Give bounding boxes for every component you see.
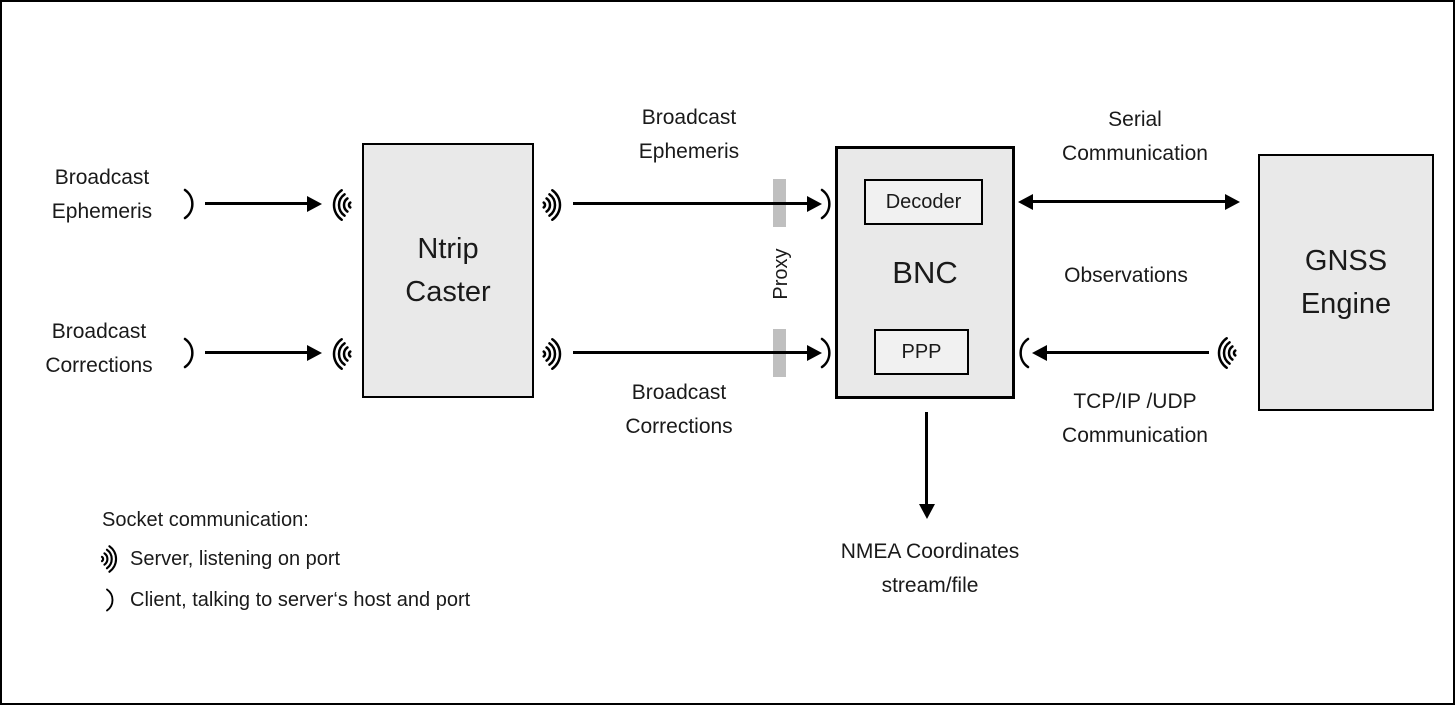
broadcast-corrections-input-line2: Corrections: [45, 354, 153, 377]
bnc-box: Decoder BNC PPP: [835, 146, 1015, 399]
broadcast-corrections-input-label: Broadcast Corrections: [9, 315, 189, 383]
nmea-output-arrow: [919, 412, 935, 519]
serial-communication-line1: Serial: [1108, 108, 1162, 131]
tcpip-udp-line1: TCP/IP /UDP: [1073, 390, 1197, 413]
broadcast-ephemeris-stream-line1: Broadcast: [641, 106, 737, 129]
broadcast-corrections-input-line1: Broadcast: [51, 320, 147, 343]
legend-client-row: Client, talking to server‘s host and por…: [90, 582, 470, 618]
broadcast-ephemeris-stream-line2: Ephemeris: [638, 140, 740, 163]
tcpip-udp-line2: Communication: [1062, 424, 1208, 447]
broadcast-corrections-stream-line2: Corrections: [625, 415, 733, 438]
server-socket-icon: [540, 332, 566, 376]
serial-communication-arrow: [1018, 194, 1240, 210]
ntrip-caster-label-line1: Ntrip: [417, 232, 479, 265]
observations-label: Observations: [1064, 264, 1188, 287]
client-socket-icon: [182, 184, 196, 224]
observations-arrow: [1032, 345, 1209, 361]
ntrip-caster-box: Ntrip Caster: [362, 143, 534, 398]
serial-communication-label: Serial Communication: [1035, 103, 1235, 171]
gnss-engine-label-line1: GNSS: [1304, 244, 1388, 277]
decoder-box: Decoder: [864, 179, 983, 225]
legend-title: Socket communication:: [102, 509, 309, 531]
nmea-output-label: NMEA Coordinates stream/file: [780, 535, 1080, 603]
server-socket-icon: [1213, 331, 1239, 375]
proxy-label: Proxy: [769, 248, 792, 300]
ppp-label: PPP: [901, 340, 942, 363]
client-socket-icon: [182, 333, 196, 373]
ephemeris-input-arrow: [205, 196, 322, 212]
caster-to-bnc-corrections-arrow: [573, 345, 822, 361]
ntrip-caster-label-line2: Caster: [405, 275, 491, 308]
nmea-output-line1: NMEA Coordinates: [840, 540, 1020, 563]
client-socket-icon: [1017, 333, 1031, 373]
server-socket-icon: [328, 332, 354, 376]
legend-server-row: Server, listening on port: [90, 541, 340, 577]
gnss-engine-label-line2: Engine: [1300, 287, 1392, 320]
broadcast-ephemeris-stream-label: Broadcast Ephemeris: [589, 101, 789, 169]
tcpip-udp-communication-label: TCP/IP /UDP Communication: [1035, 385, 1235, 453]
legend-server-text: Server, listening on port: [130, 547, 341, 570]
broadcast-corrections-stream-line1: Broadcast: [631, 381, 727, 404]
serial-communication-line2: Communication: [1062, 142, 1208, 165]
legend-client-text: Client, talking to server‘s host and por…: [130, 588, 471, 611]
bnc-label: BNC: [892, 255, 958, 290]
broadcast-ephemeris-input-line1: Broadcast: [54, 166, 150, 189]
nmea-output-line2: stream/file: [881, 574, 979, 597]
caster-to-bnc-ephemeris-arrow: [573, 196, 822, 212]
client-socket-icon: [90, 585, 130, 615]
broadcast-corrections-stream-label: Broadcast Corrections: [579, 376, 779, 444]
server-socket-icon: [540, 183, 566, 227]
broadcast-ephemeris-input-label: Broadcast Ephemeris: [12, 161, 192, 229]
server-socket-icon: [90, 540, 130, 578]
client-socket-icon: [819, 184, 833, 224]
corrections-input-arrow: [205, 345, 322, 361]
client-socket-icon: [819, 333, 833, 373]
gnss-engine-box: GNSS Engine: [1258, 154, 1434, 411]
decoder-label: Decoder: [885, 190, 962, 213]
broadcast-ephemeris-input-line2: Ephemeris: [51, 200, 153, 223]
ppp-box: PPP: [874, 329, 969, 375]
server-socket-icon: [328, 183, 354, 227]
